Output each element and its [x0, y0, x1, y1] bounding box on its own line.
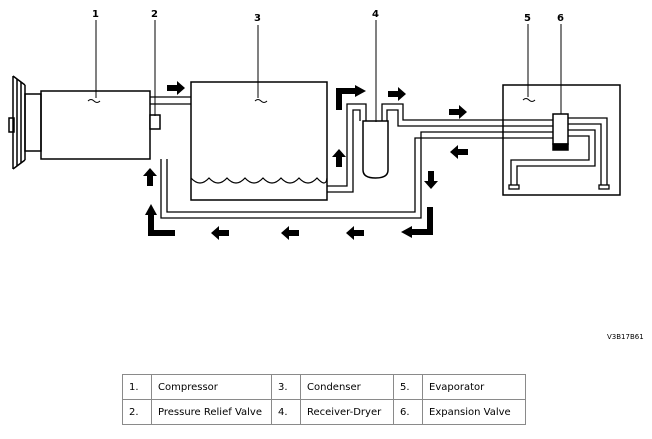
- figure-code: V3B17B61: [607, 333, 644, 341]
- legend-label: Condenser: [300, 374, 394, 400]
- legend-label: Evaporator: [422, 374, 526, 400]
- legend-label: Expansion Valve: [422, 399, 526, 425]
- condenser: [190, 81, 328, 201]
- compressor: [8, 75, 151, 170]
- callout-2: 2: [151, 9, 158, 20]
- legend-row: 2. Pressure Relief Valve 4. Receiver-Dry…: [122, 399, 526, 425]
- flow-elbow-arrows: [148, 88, 433, 236]
- legend-number: 2.: [122, 399, 152, 425]
- callout-numbers: 1 2 3 4 5 6: [92, 9, 564, 24]
- callout-6: 6: [557, 13, 564, 24]
- legend-number: 5.: [393, 374, 423, 400]
- legend-label: Compressor: [151, 374, 272, 400]
- receiver-dryer: [362, 120, 389, 179]
- compressor-pulley: [8, 75, 42, 170]
- condenser-liquid-surface: [190, 177, 328, 184]
- legend-number: 1.: [122, 374, 152, 400]
- legend-row: 1. Compressor 3. Condenser 5. Evaporator: [122, 374, 526, 400]
- legend-number: 6.: [393, 399, 423, 425]
- legend-label: Receiver-Dryer: [300, 399, 394, 425]
- pressure-relief-valve: [149, 114, 161, 130]
- ac-system-diagram: 1 2 3 4 5 6 V3B17B61: [8, 9, 644, 341]
- callout-4: 4: [372, 9, 379, 20]
- callout-1: 1: [92, 9, 99, 20]
- legend-number: 4.: [271, 399, 301, 425]
- callout-5: 5: [524, 13, 531, 24]
- refrigerant-lines: [150, 96, 608, 219]
- callout-leaders: [95, 20, 562, 122]
- legend-table: 1. Compressor 3. Condenser 5. Evaporator…: [122, 374, 526, 425]
- evaporator-tube-ends: [508, 184, 610, 190]
- callout-3: 3: [254, 13, 261, 24]
- compressor-body: [40, 90, 151, 160]
- legend-label: Pressure Relief Valve: [151, 399, 272, 425]
- legend-number: 3.: [271, 374, 301, 400]
- condenser-tank: [190, 81, 328, 201]
- expansion-valve: [552, 113, 569, 151]
